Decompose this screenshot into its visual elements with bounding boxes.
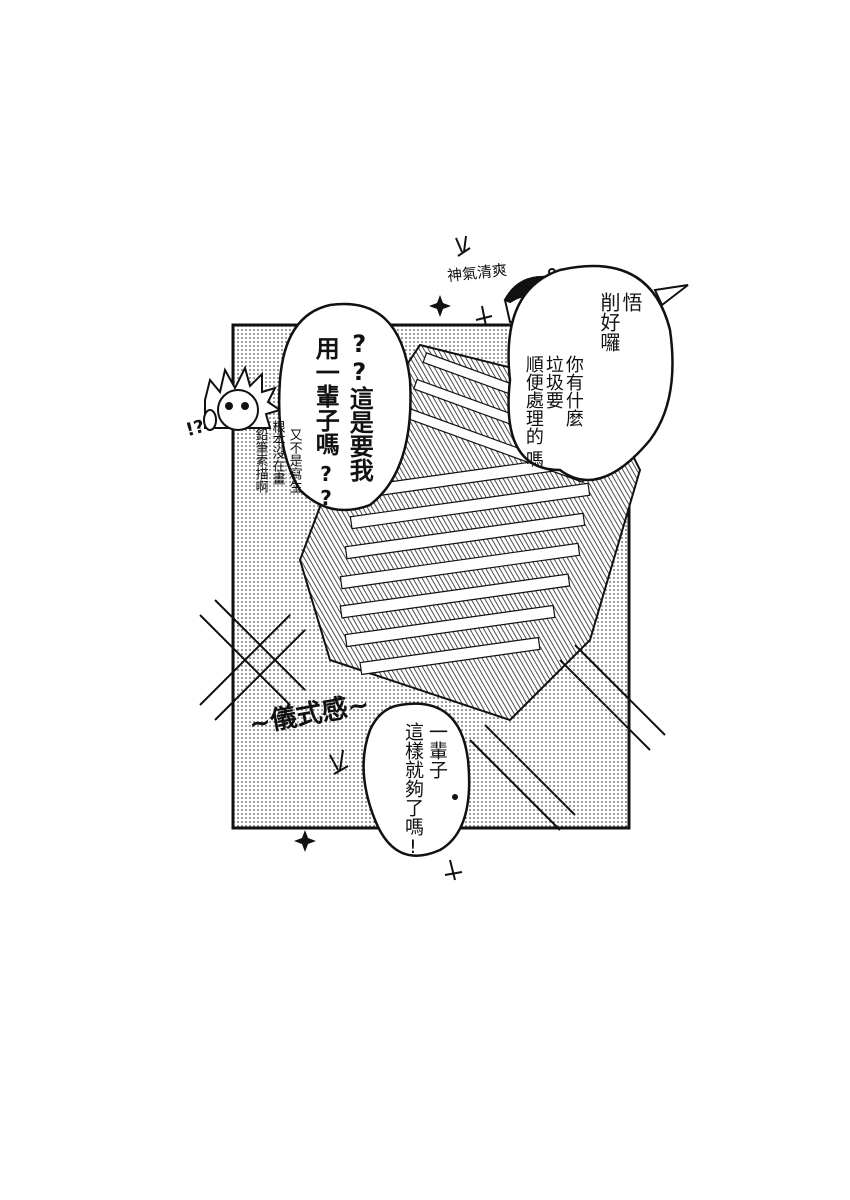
star-sparkle-icon — [294, 295, 451, 852]
bubble-top-right-line-6: 嗎 — [522, 450, 544, 468]
side-note-line-3: 鉛筆素描啊 — [252, 428, 268, 493]
side-note-line-1: 又不是寫生 — [286, 428, 302, 493]
bubble-top-right-line-3: 你有什麼 — [562, 355, 584, 427]
side-note-line-2: 根本沒在畫 — [269, 420, 285, 485]
bubble-top-right-line-2: 削好囉 — [597, 292, 621, 352]
bubble-top-right-line-4: 垃圾要 — [542, 355, 564, 409]
sparkle-cross-right — [469, 644, 666, 831]
bubble-bottom-line-1: 一輩子 — [425, 722, 448, 779]
speech-bubble-bottom — [362, 702, 471, 857]
bubble-left-line-2: 用一輩子嗎 — [311, 336, 340, 456]
sparkle-cross-left — [199, 599, 306, 721]
bubble-left-line-3: ?? — [314, 462, 338, 510]
bubble-top-right-line-1: 悟 — [619, 292, 643, 312]
speech-bubble-top-right — [507, 264, 689, 482]
spiky-hair-character — [203, 365, 283, 431]
bubble-top-right-line-5: 順便處理的 — [522, 355, 544, 445]
burst-lines — [329, 235, 493, 881]
speech-bubble-left — [277, 302, 412, 512]
bubble-bottom-line-2: 這樣就夠了嗎! — [401, 722, 424, 858]
bubble-left-line-1: ??這是要我 — [345, 330, 374, 482]
